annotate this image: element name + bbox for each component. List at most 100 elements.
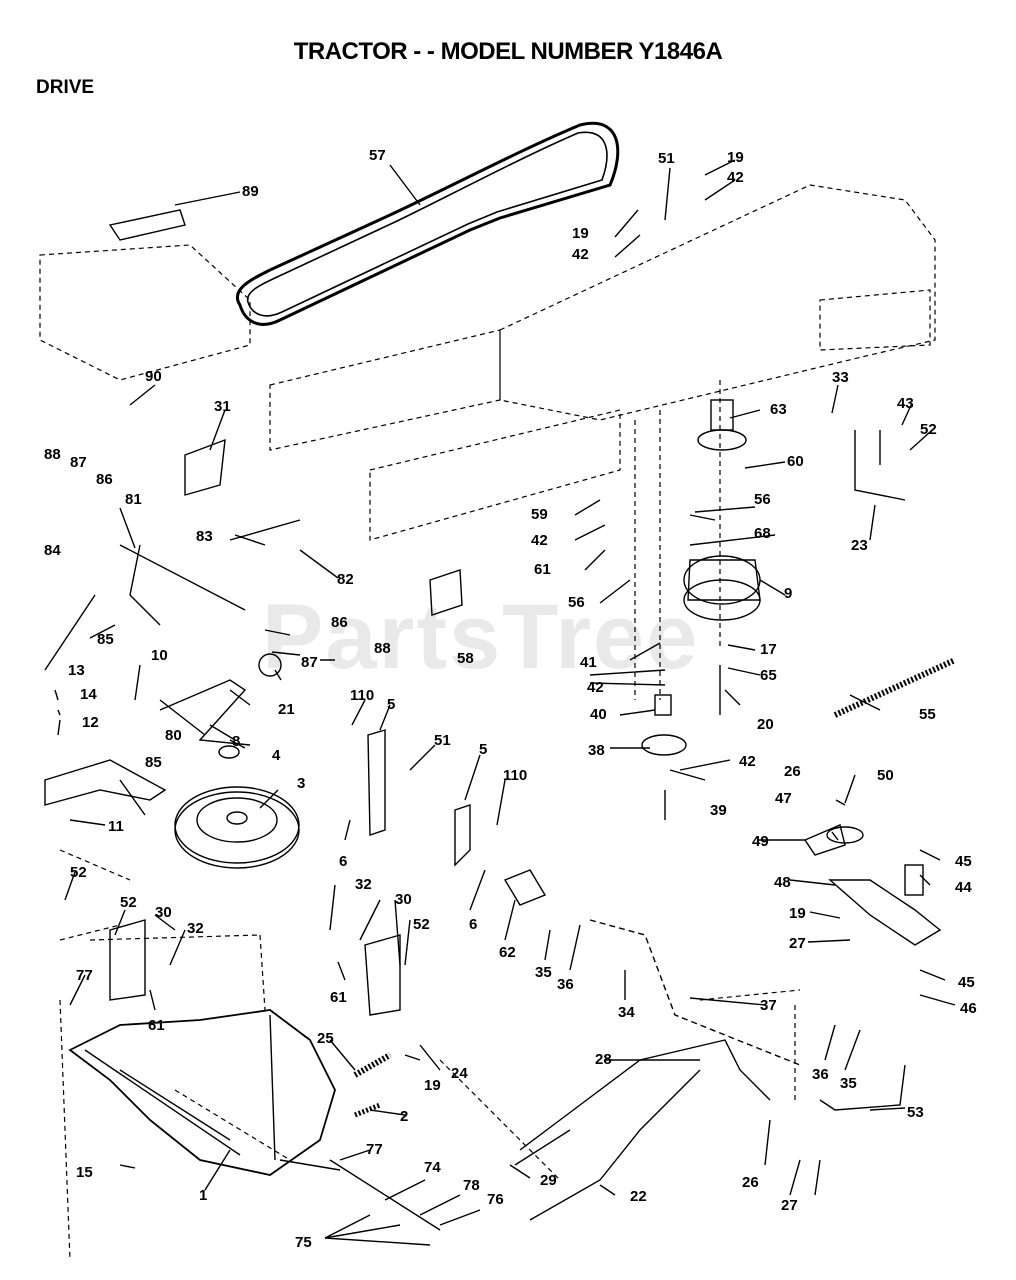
callout-42: 42 (727, 169, 744, 186)
callout-48: 48 (774, 874, 791, 891)
callout-6: 6 (339, 853, 347, 870)
callout-90: 90 (145, 368, 162, 385)
callout-9: 9 (784, 585, 792, 602)
callout-34: 34 (618, 1004, 635, 1021)
callout-30: 30 (155, 904, 172, 921)
callout-21: 21 (278, 701, 295, 718)
callout-46: 46 (960, 1000, 977, 1017)
callout-26: 26 (784, 763, 801, 780)
callout-31: 31 (214, 398, 231, 415)
callout-37: 37 (760, 997, 777, 1014)
callout-75: 75 (295, 1234, 312, 1251)
callout-5: 5 (387, 696, 395, 713)
callout-88: 88 (374, 640, 391, 657)
callout-89: 89 (242, 183, 259, 200)
callout-8: 8 (232, 733, 240, 750)
callout-39: 39 (710, 802, 727, 819)
callout-74: 74 (424, 1159, 441, 1176)
callout-52: 52 (120, 894, 137, 911)
callout-10: 10 (151, 647, 168, 664)
callout-57: 57 (369, 147, 386, 164)
callout-45: 45 (955, 853, 972, 870)
callout-33: 33 (832, 369, 849, 386)
callout-110: 110 (503, 767, 527, 784)
callout-36: 36 (812, 1066, 829, 1083)
callout-13: 13 (68, 662, 85, 679)
callout-14: 14 (80, 686, 97, 703)
callout-5: 5 (479, 741, 487, 758)
callout-77: 77 (366, 1141, 383, 1158)
callout-84: 84 (44, 542, 61, 559)
callout-59: 59 (531, 506, 548, 523)
callout-6: 6 (469, 916, 477, 933)
callout-86: 86 (331, 614, 348, 631)
callout-42: 42 (739, 753, 756, 770)
callout-60: 60 (787, 453, 804, 470)
callout-22: 22 (630, 1188, 647, 1205)
callout-77: 77 (76, 967, 93, 984)
callout-78: 78 (463, 1177, 480, 1194)
callout-44: 44 (955, 879, 972, 896)
callout-42: 42 (531, 532, 548, 549)
callout-15: 15 (76, 1164, 93, 1181)
callout-4: 4 (272, 747, 281, 764)
callout-61: 61 (534, 561, 551, 578)
callout-82: 82 (337, 571, 354, 588)
callout-61: 61 (330, 989, 347, 1006)
callout-85: 85 (97, 631, 114, 648)
callout-23: 23 (851, 537, 868, 554)
callout-26: 26 (742, 1174, 759, 1191)
callout-80: 80 (165, 727, 182, 744)
callout-110: 110 (350, 687, 374, 704)
page-title: TRACTOR - - MODEL NUMBER Y1846A (293, 38, 723, 65)
callout-85: 85 (145, 754, 162, 771)
callout-87: 87 (70, 454, 87, 471)
callout-43: 43 (897, 395, 914, 412)
callout-51: 51 (658, 150, 675, 167)
callout-11: 11 (108, 818, 124, 835)
callout-32: 32 (187, 920, 204, 937)
callout-30: 30 (395, 891, 412, 908)
callout-38: 38 (588, 742, 605, 759)
callout-49: 49 (752, 833, 769, 850)
callout-58: 58 (457, 650, 474, 667)
callout-40: 40 (590, 706, 607, 723)
section-title: DRIVE (36, 77, 95, 98)
callout-20: 20 (757, 716, 774, 733)
callout-19: 19 (727, 149, 744, 166)
callout-81: 81 (125, 491, 142, 508)
callout-42: 42 (572, 246, 589, 263)
callout-35: 35 (535, 964, 552, 981)
callout-12: 12 (82, 714, 99, 731)
callout-29: 29 (540, 1172, 557, 1189)
callout-62: 62 (499, 944, 516, 961)
callout-55: 55 (919, 706, 936, 723)
callout-25: 25 (317, 1030, 334, 1047)
callout-41: 41 (580, 654, 597, 671)
callout-63: 63 (770, 401, 787, 418)
callout-56: 56 (754, 491, 771, 508)
callout-87: 87 (301, 654, 318, 671)
callout-52: 52 (920, 421, 937, 438)
callout-47: 47 (775, 790, 792, 807)
callout-51: 51 (434, 732, 451, 749)
callout-53: 53 (907, 1104, 924, 1121)
callout-76: 76 (487, 1191, 504, 1208)
callout-52: 52 (70, 864, 87, 881)
callout-19: 19 (424, 1077, 441, 1094)
callout-36: 36 (557, 976, 574, 993)
callout-28: 28 (595, 1051, 612, 1068)
callout-56: 56 (568, 594, 585, 611)
callout-68: 68 (754, 525, 771, 542)
callout-2: 2 (400, 1108, 408, 1125)
callout-45: 45 (958, 974, 975, 991)
callout-65: 65 (760, 667, 777, 684)
callout-88: 88 (44, 446, 61, 463)
callout-1: 1 (199, 1187, 207, 1204)
callout-52: 52 (413, 916, 430, 933)
callout-3: 3 (297, 775, 305, 792)
callout-17: 17 (760, 641, 777, 658)
callout-27: 27 (789, 935, 806, 952)
callout-27: 27 (781, 1197, 798, 1214)
